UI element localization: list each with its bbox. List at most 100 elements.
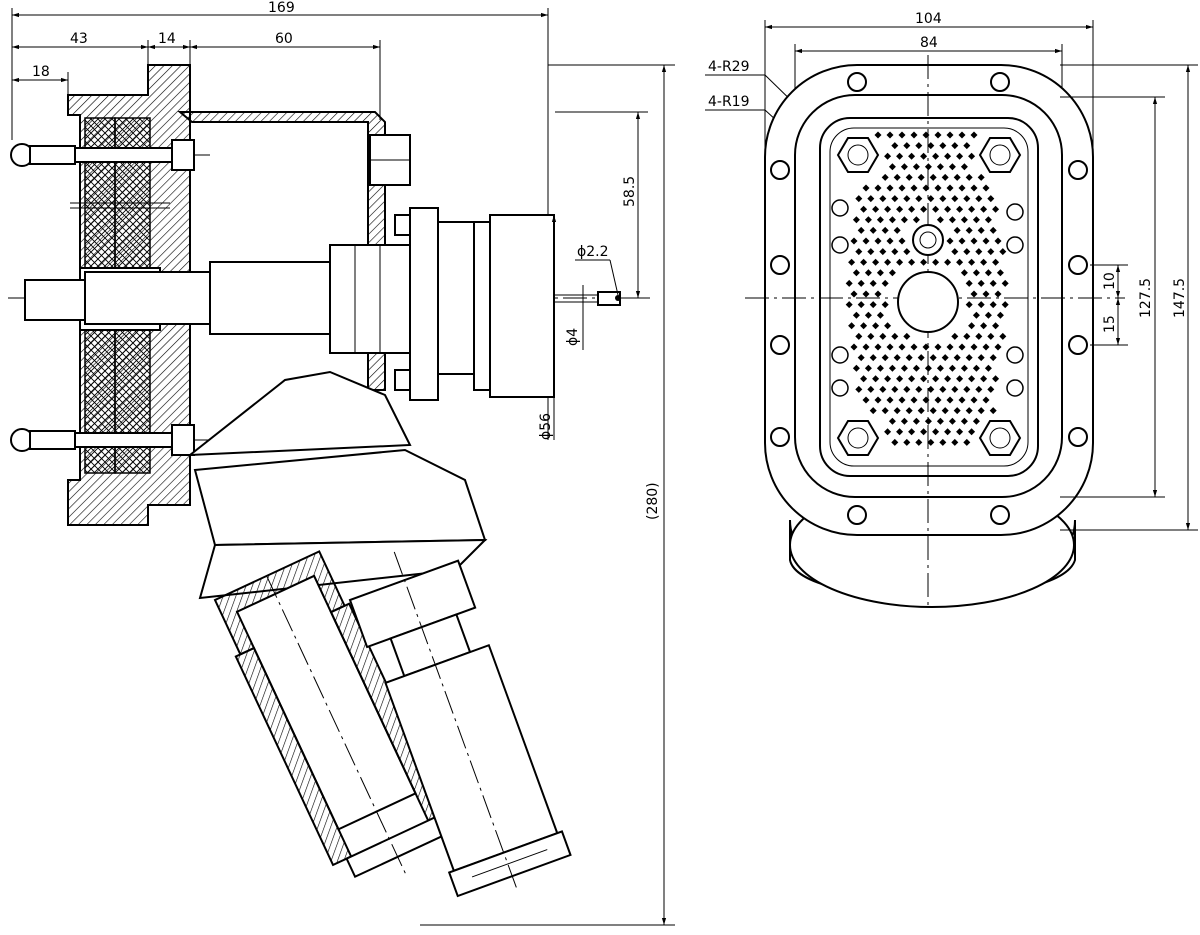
dim-inner-width: 84 xyxy=(794,35,1063,120)
contact-pin xyxy=(960,269,968,277)
contact-pin xyxy=(905,354,913,362)
contact-pin xyxy=(862,343,870,351)
dim-pin-dia: ϕ2.2 xyxy=(575,244,619,296)
contact-pin xyxy=(972,417,980,425)
dim-stud-offset: 18 xyxy=(12,64,69,100)
contact-pin xyxy=(898,396,906,404)
contact-pin xyxy=(972,364,980,372)
contact-pin xyxy=(927,195,935,203)
contact-pin xyxy=(915,195,923,203)
contact-pin xyxy=(898,131,906,139)
contact-pin xyxy=(929,407,937,415)
contact-pin xyxy=(872,375,880,383)
dim-radius-outer-label: 4-R29 xyxy=(708,59,750,75)
contact-pin xyxy=(927,385,935,393)
contact-pin xyxy=(910,131,918,139)
contact-pin xyxy=(876,364,884,372)
contact-pin xyxy=(948,216,956,224)
contact-pin xyxy=(989,407,997,415)
contact-pin xyxy=(891,142,899,150)
contact-pin xyxy=(862,237,870,245)
contact-pin xyxy=(848,322,856,330)
contact-pin xyxy=(951,142,959,150)
contact-pin xyxy=(963,142,971,150)
front-view: 104 84 4-R29 4-R19 xyxy=(705,11,1198,610)
contact-pin xyxy=(934,343,942,351)
contact-pin xyxy=(968,428,976,436)
flange-holes xyxy=(770,72,1088,525)
contact-pin xyxy=(953,173,961,181)
contact-pin xyxy=(915,438,923,446)
contact-pin xyxy=(876,269,884,277)
contact-pin xyxy=(888,417,896,425)
contact-pin xyxy=(953,407,961,415)
contact-pin xyxy=(963,385,971,393)
contact-pin xyxy=(867,195,875,203)
contact-pin xyxy=(932,205,940,213)
contact-pin xyxy=(886,396,894,404)
contact-pin xyxy=(872,205,880,213)
contact-pin xyxy=(864,269,872,277)
hex-bosses xyxy=(836,137,1022,456)
contact-pin xyxy=(948,417,956,425)
contact-pin xyxy=(900,216,908,224)
contact-pin xyxy=(958,184,966,192)
contact-pin xyxy=(891,385,899,393)
contact-pin xyxy=(968,258,976,266)
contact-pin xyxy=(972,311,980,319)
contact-pin xyxy=(879,332,887,340)
contact-pin xyxy=(876,311,884,319)
contact-pin xyxy=(970,184,978,192)
contact-pin xyxy=(980,205,988,213)
guide-hole xyxy=(831,379,849,397)
contact-pin xyxy=(903,385,911,393)
contact-array xyxy=(831,131,1024,446)
contact-pin xyxy=(975,385,983,393)
contact-pin xyxy=(888,216,896,224)
contact-pin xyxy=(965,279,973,287)
housing xyxy=(177,111,411,391)
contact-pin xyxy=(992,375,1000,383)
dim-outer-height-label: 147.5 xyxy=(1172,278,1188,318)
contact-pin xyxy=(975,332,983,340)
guide-hole xyxy=(831,199,849,217)
contact-pin xyxy=(944,258,952,266)
contact-pin xyxy=(958,396,966,404)
center-hole xyxy=(897,271,959,333)
contact-pin xyxy=(946,131,954,139)
contact-pin xyxy=(963,438,971,446)
contact-pin xyxy=(951,385,959,393)
contact-pin xyxy=(963,332,971,340)
contact-pin xyxy=(896,258,904,266)
contact-pin xyxy=(934,131,942,139)
contact-pin xyxy=(879,385,887,393)
dim-offset-lower-label: 15 xyxy=(1102,315,1118,333)
contact-pin xyxy=(896,152,904,160)
contact-pin xyxy=(874,343,882,351)
contact-pin xyxy=(912,364,920,372)
contact-pin xyxy=(987,332,995,340)
contact-pin xyxy=(953,226,961,234)
contact-pin xyxy=(999,332,1007,340)
contact-pin xyxy=(965,301,973,309)
connector-body xyxy=(473,214,555,398)
contact-pin xyxy=(881,301,889,309)
contact-pin xyxy=(900,417,908,425)
upper-center-hole xyxy=(912,224,944,256)
contact-pin xyxy=(876,216,884,224)
contact-pin xyxy=(965,226,973,234)
contact-pin xyxy=(920,205,928,213)
contact-pin xyxy=(987,385,995,393)
contact-pin xyxy=(881,173,889,181)
dim-radius-inner-label: 4-R19 xyxy=(708,94,750,110)
contact-pin xyxy=(984,216,992,224)
contact-pin xyxy=(903,332,911,340)
contact-pin xyxy=(929,354,937,362)
contact-pin xyxy=(862,184,870,192)
contact-pin xyxy=(958,343,966,351)
contact-pin xyxy=(968,375,976,383)
contact-pin xyxy=(884,375,892,383)
contact-pin xyxy=(965,354,973,362)
contact-pin xyxy=(857,301,865,309)
contact-pin xyxy=(888,269,896,277)
